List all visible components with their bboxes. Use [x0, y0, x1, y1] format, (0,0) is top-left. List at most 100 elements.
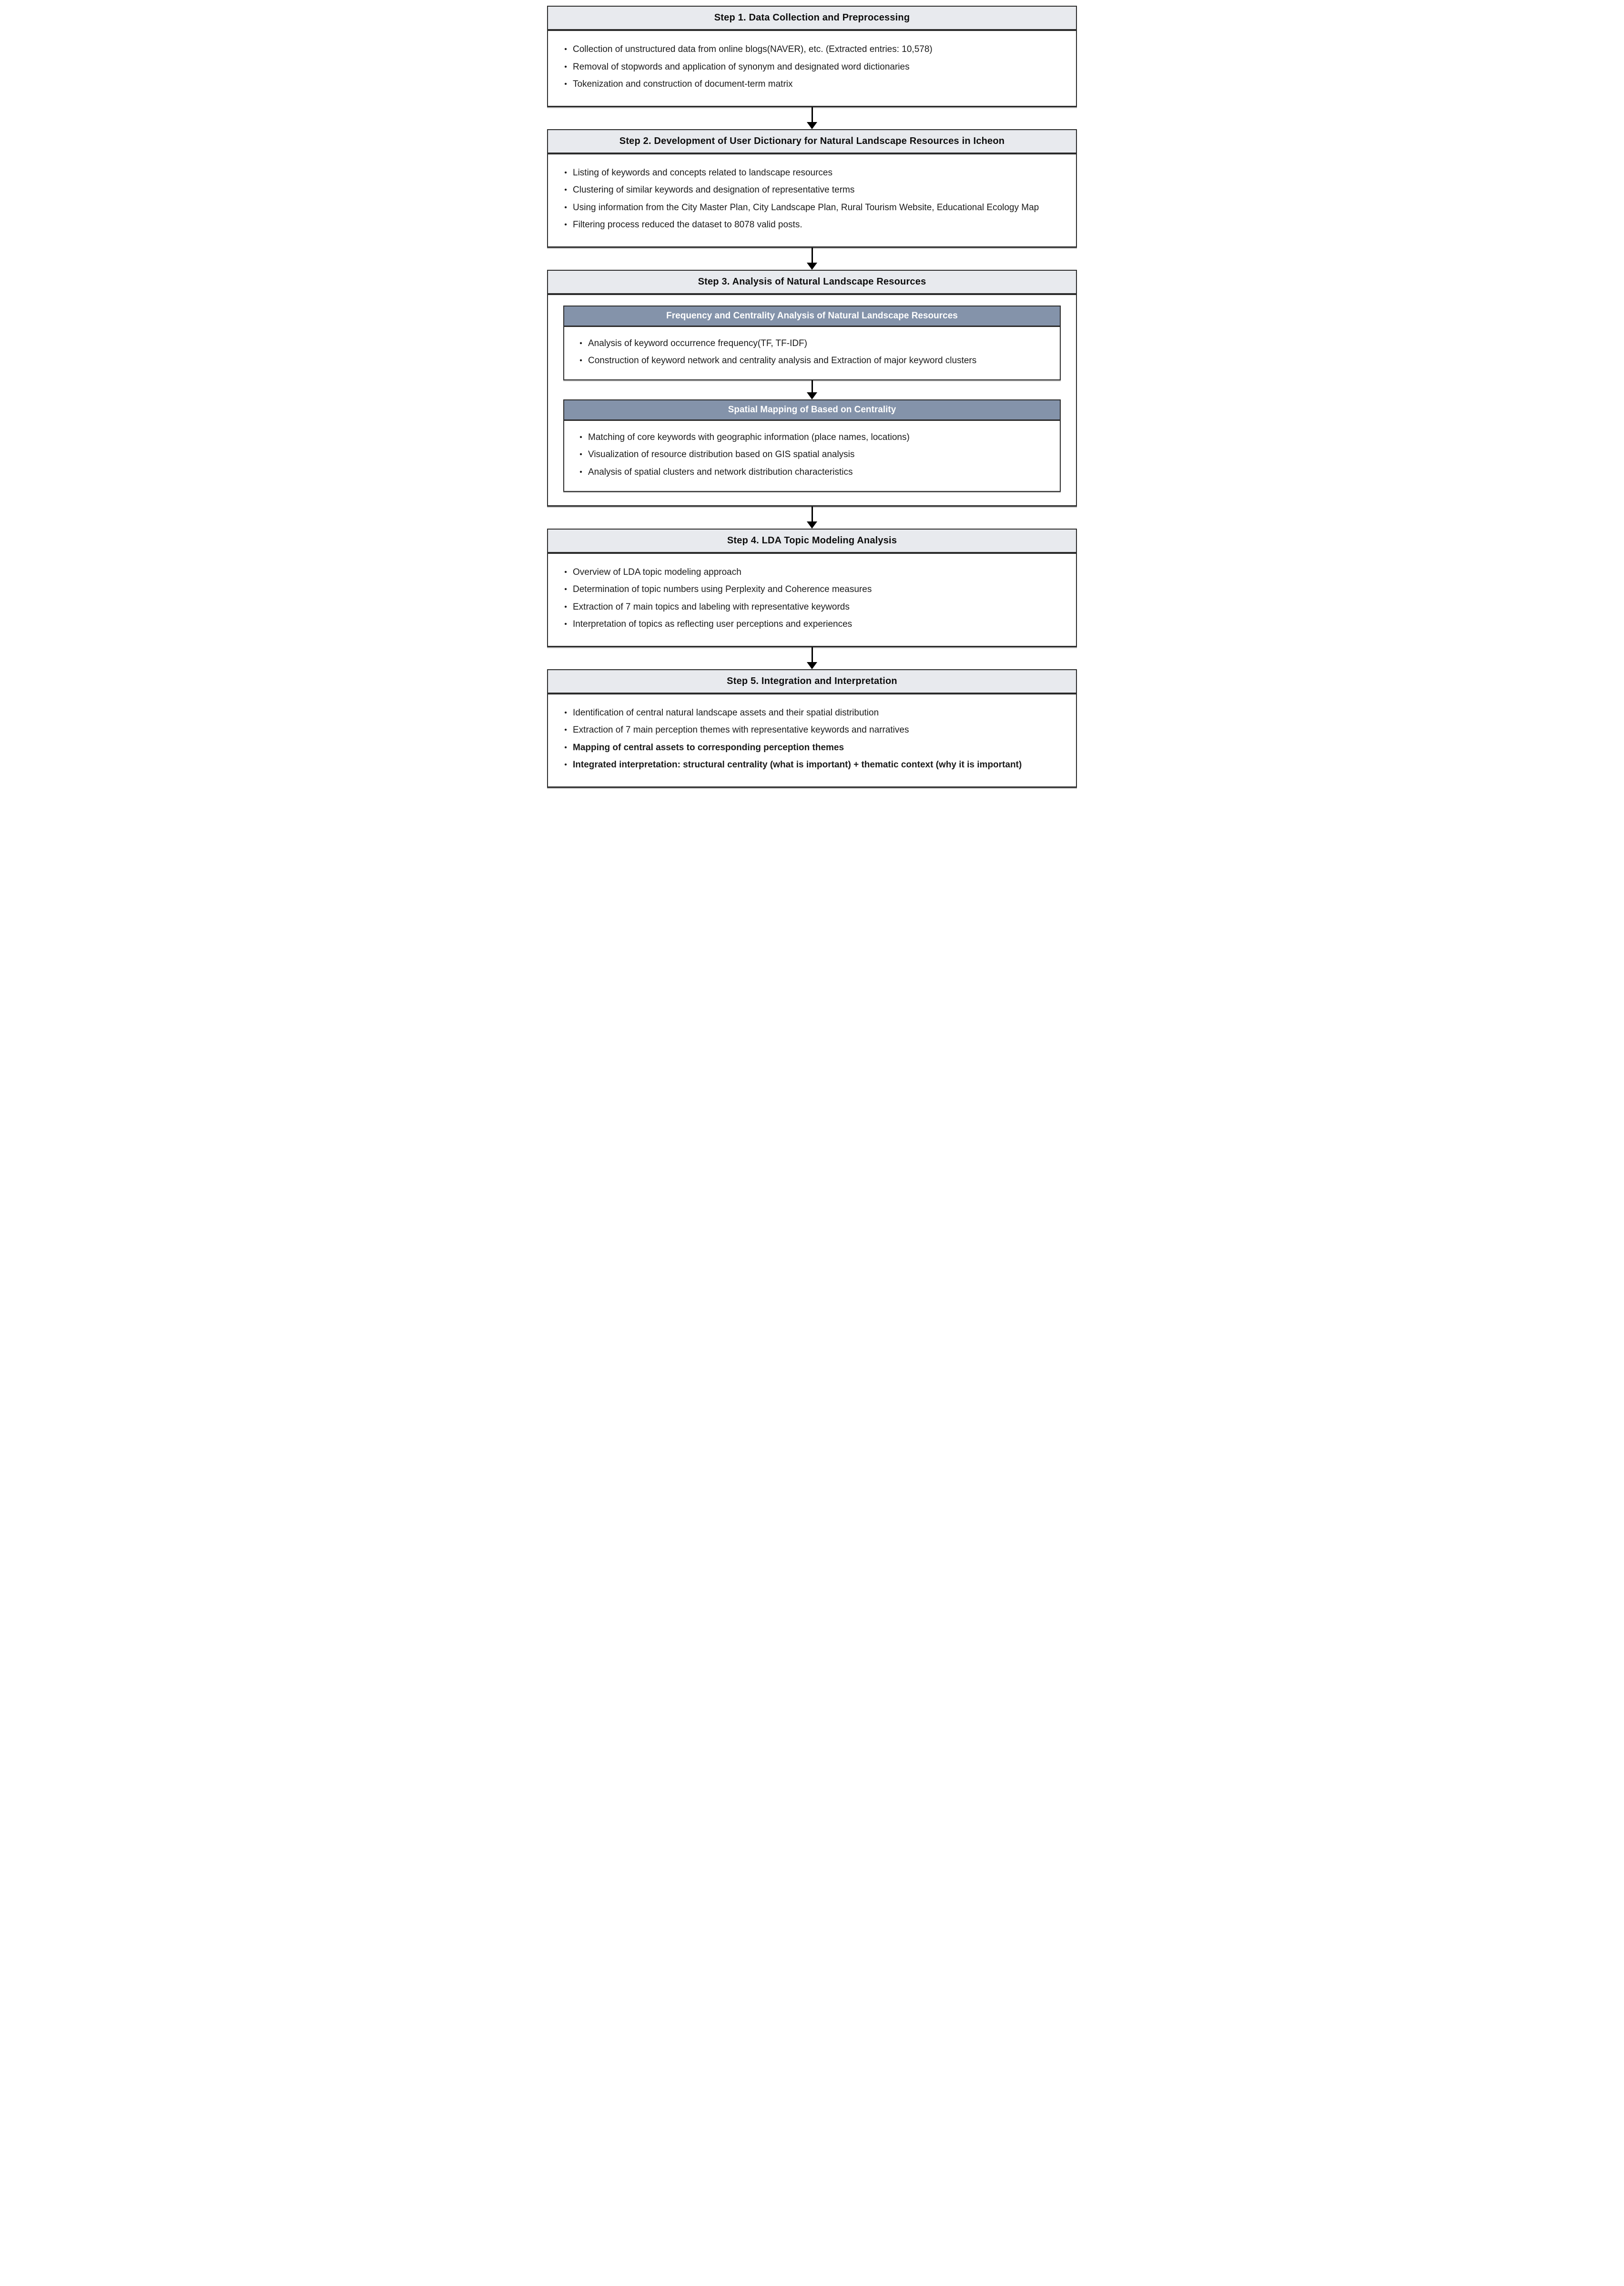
bullet-dot-icon: •: [579, 468, 582, 477]
arrow-down-icon: [547, 647, 1077, 669]
arrow-stem: [811, 647, 813, 662]
bullet-text: Analysis of keyword occurrence frequency…: [588, 338, 808, 348]
bullet-item: • Collection of unstructured data from o…: [558, 43, 1064, 56]
bullet-item: • Analysis of keyword occurrence frequen…: [574, 337, 1048, 350]
bullet-item: • Filtering process reduced the dataset …: [558, 218, 1064, 232]
step-1-header: Step 1. Data Collection and Preprocessin…: [548, 7, 1076, 31]
step-4-title: Step 4. LDA Topic Modeling Analysis: [727, 535, 897, 546]
bullet-dot-icon: •: [579, 339, 582, 347]
subbox-1-title: Frequency and Centrality Analysis of Nat…: [666, 310, 958, 321]
arrow-stem: [811, 380, 813, 392]
bullet-item: • Extraction of 7 main topics and labeli…: [558, 601, 1064, 614]
subbox-1-body: • Analysis of keyword occurrence frequen…: [564, 327, 1060, 379]
subbox-frequency-centrality: Frequency and Centrality Analysis of Nat…: [563, 305, 1061, 380]
bullet-dot-icon: •: [564, 620, 567, 629]
bullet-text: Interpretation of topics as reflecting u…: [573, 619, 853, 630]
bullet-dot-icon: •: [579, 450, 582, 459]
bullet-text: Extraction of 7 main topics and labeling…: [573, 602, 850, 612]
arrow-down-icon: [547, 107, 1077, 129]
bullet-item: • Removal of stopwords and application o…: [558, 61, 1064, 74]
arrow-down-icon: [547, 247, 1077, 270]
bullet-item: • Tokenization and construction of docum…: [558, 78, 1064, 91]
bullet-dot-icon: •: [564, 743, 567, 752]
step-4-box: Step 4. LDA Topic Modeling Analysis • Ov…: [547, 528, 1077, 647]
bullet-dot-icon: •: [579, 357, 582, 365]
subbox-2-body: • Matching of core keywords with geograp…: [564, 421, 1060, 491]
bullet-dot-icon: •: [564, 585, 567, 594]
bullet-item: • Clustering of similar keywords and des…: [558, 184, 1064, 197]
bullet-dot-icon: •: [564, 708, 567, 717]
bullet-item: • Extraction of 7 main perception themes…: [558, 724, 1064, 737]
step-3-header: Step 3. Analysis of Natural Landscape Re…: [548, 270, 1076, 295]
step-1-title: Step 1. Data Collection and Preprocessin…: [714, 12, 910, 23]
flowchart: Step 1. Data Collection and Preprocessin…: [547, 6, 1077, 788]
step-4-header: Step 4. LDA Topic Modeling Analysis: [548, 529, 1076, 554]
arrow-stem: [811, 506, 813, 521]
bullet-text: Filtering process reduced the dataset to…: [573, 220, 802, 230]
bullet-item: • Mapping of central assets to correspon…: [558, 741, 1064, 755]
step-3-title: Step 3. Analysis of Natural Landscape Re…: [698, 276, 926, 287]
bullet-dot-icon: •: [564, 568, 567, 576]
bullet-text: Tokenization and construction of documen…: [573, 79, 793, 90]
arrow-head: [807, 262, 817, 270]
subbox-2-title: Spatial Mapping of Based on Centrality: [728, 404, 896, 415]
bullet-text: Clustering of similar keywords and desig…: [573, 185, 855, 195]
bullet-text: Listing of keywords and concepts related…: [573, 167, 832, 178]
step-2-title: Step 2. Development of User Dictionary f…: [619, 135, 1005, 146]
bullet-text: Overview of LDA topic modeling approach: [573, 567, 741, 577]
bullet-text: Visualization of resource distribution b…: [588, 449, 855, 460]
step-2-body: • Listing of keywords and concepts relat…: [548, 154, 1076, 246]
step-1-body: • Collection of unstructured data from o…: [548, 31, 1076, 106]
bullet-item: • Construction of keyword network and ce…: [574, 354, 1048, 367]
step-5-body: • Identification of central natural land…: [548, 694, 1076, 786]
bullet-dot-icon: •: [564, 186, 567, 194]
bullet-text: Identification of central natural landsc…: [573, 707, 879, 718]
bullet-item: • Listing of keywords and concepts relat…: [558, 166, 1064, 180]
step-1-box: Step 1. Data Collection and Preprocessin…: [547, 6, 1077, 107]
bullet-item: • Overview of LDA topic modeling approac…: [558, 566, 1064, 579]
step-5-box: Step 5. Integration and Interpretation •…: [547, 669, 1077, 788]
bullet-text: Extraction of 7 main perception themes w…: [573, 725, 909, 735]
subbox-2-header: Spatial Mapping of Based on Centrality: [564, 400, 1060, 421]
bullet-item: • Matching of core keywords with geograp…: [574, 431, 1048, 444]
bullet-text: Removal of stopwords and application of …: [573, 61, 910, 72]
arrow-down-icon: [547, 506, 1077, 529]
bullet-item: • Interpretation of topics as reflecting…: [558, 618, 1064, 631]
bullet-text: Analysis of spatial clusters and network…: [588, 467, 853, 478]
arrow-head: [807, 122, 817, 129]
arrow-head: [807, 521, 817, 529]
bullet-dot-icon: •: [564, 168, 567, 177]
bullet-text: Construction of keyword network and cent…: [588, 356, 977, 366]
arrow-stem: [811, 247, 813, 263]
bullet-item: • Using information from the City Master…: [558, 201, 1064, 214]
step-2-box: Step 2. Development of User Dictionary f…: [547, 129, 1077, 248]
subbox-1-header: Frequency and Centrality Analysis of Nat…: [564, 306, 1060, 327]
bullet-dot-icon: •: [564, 80, 567, 89]
bullet-text: Mapping of central assets to correspondi…: [573, 742, 844, 753]
bullet-dot-icon: •: [579, 433, 582, 441]
arrow-head: [807, 392, 817, 399]
subbox-spatial-mapping: Spatial Mapping of Based on Centrality •…: [563, 399, 1061, 492]
step-5-header: Step 5. Integration and Interpretation: [548, 670, 1076, 694]
step-2-header: Step 2. Development of User Dictionary f…: [548, 130, 1076, 154]
bullet-text: Matching of core keywords with geographi…: [588, 432, 910, 442]
bullet-dot-icon: •: [564, 726, 567, 735]
bullet-dot-icon: •: [564, 62, 567, 71]
bullet-dot-icon: •: [564, 761, 567, 769]
bullet-item: • Integrated interpretation: structural …: [558, 758, 1064, 772]
arrow-head: [807, 662, 817, 669]
step-3-body: Frequency and Centrality Analysis of Nat…: [548, 295, 1076, 505]
step-5-title: Step 5. Integration and Interpretation: [727, 675, 897, 686]
bullet-dot-icon: •: [564, 203, 567, 212]
bullet-text: Integrated interpretation: structural ce…: [573, 760, 1022, 770]
bullet-dot-icon: •: [564, 45, 567, 53]
bullet-text: Determination of topic numbers using Per…: [573, 584, 872, 595]
bullet-item: • Identification of central natural land…: [558, 706, 1064, 720]
bullet-item: • Analysis of spatial clusters and netwo…: [574, 466, 1048, 479]
step-3-box: Step 3. Analysis of Natural Landscape Re…: [547, 269, 1077, 507]
bullet-dot-icon: •: [564, 221, 567, 229]
bullet-item: • Determination of topic numbers using P…: [558, 583, 1064, 596]
bullet-text: Using information from the City Master P…: [573, 202, 1039, 213]
bullet-dot-icon: •: [564, 602, 567, 611]
step-4-body: • Overview of LDA topic modeling approac…: [548, 554, 1076, 646]
